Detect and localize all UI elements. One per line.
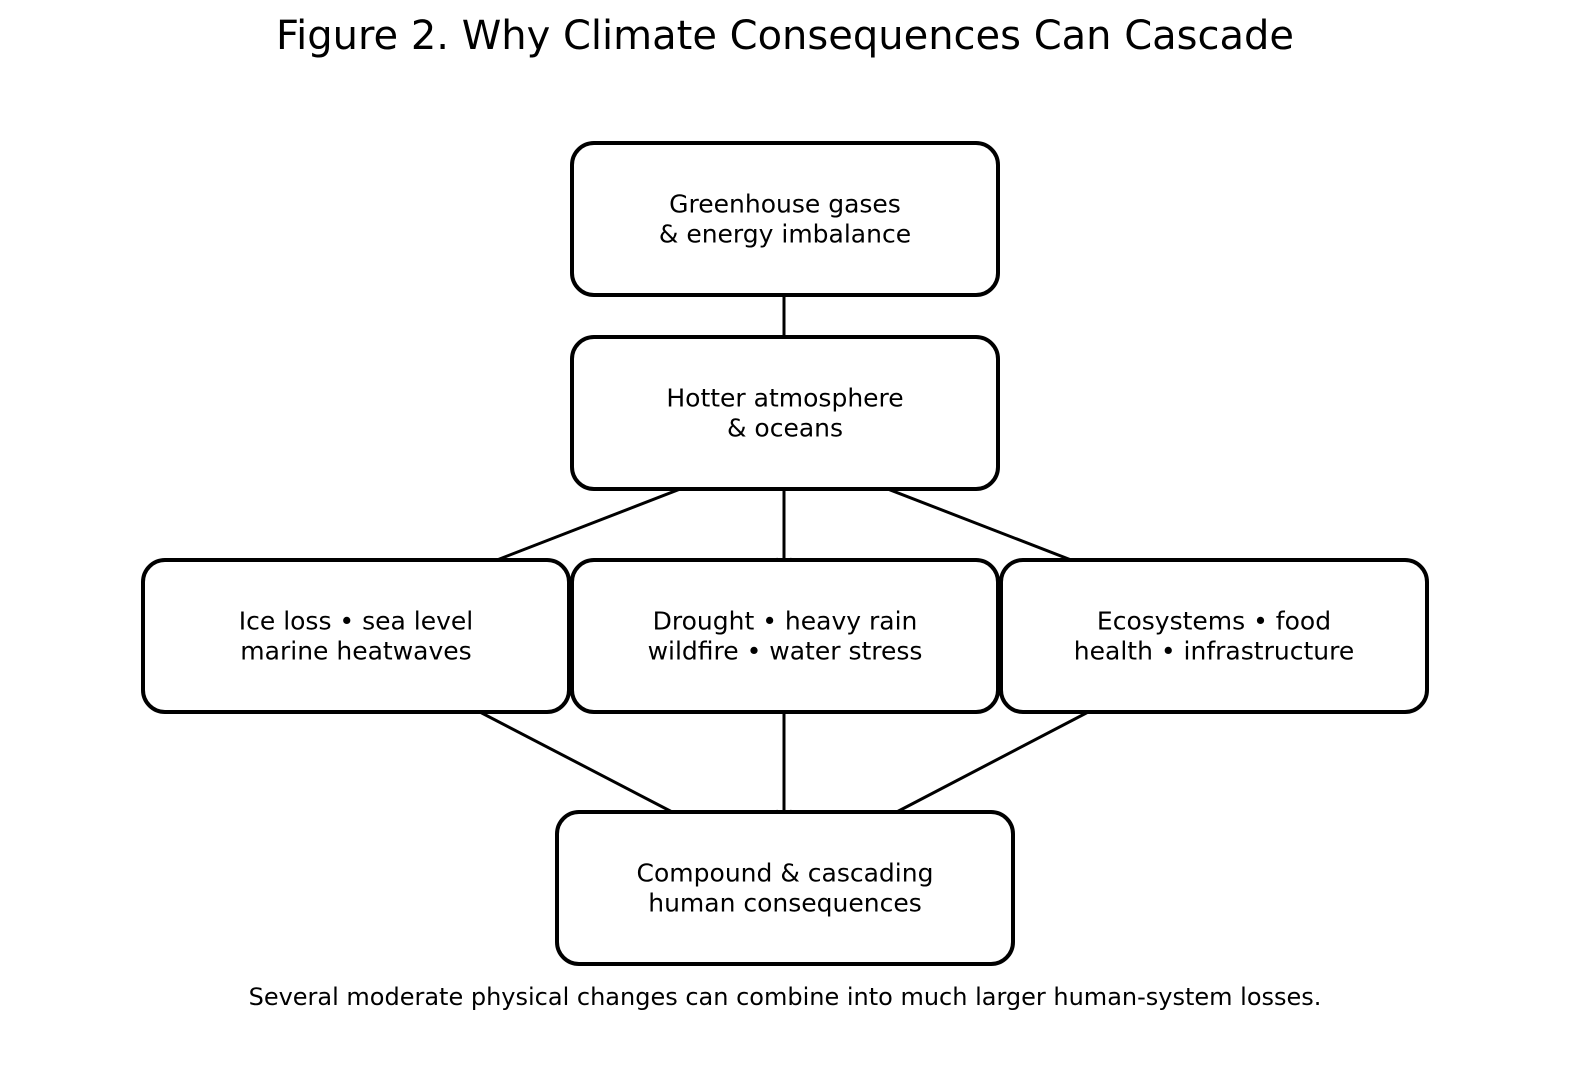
node-ghg: Greenhouse gases& energy imbalance	[570, 141, 1000, 297]
node-label-line: & oceans	[727, 414, 843, 443]
node-box	[555, 810, 1015, 966]
arrow-shaft	[865, 695, 1118, 830]
nodes-layer: Greenhouse gases& energy imbalanceHotter…	[141, 141, 1429, 966]
node-label-line: Drought • heavy rain	[653, 607, 918, 636]
arrow-drought-to-compound	[774, 699, 794, 826]
node-label-line: Hotter atmosphere	[666, 384, 903, 413]
figure-title: Figure 2. Why Climate Consequences Can C…	[275, 13, 1294, 59]
node-label-line: human consequences	[648, 889, 922, 918]
node-label-line: Ice loss • sea level	[239, 607, 474, 636]
node-label-line: & energy imbalance	[659, 220, 911, 249]
arrow-shaft	[450, 695, 704, 830]
node-label-line: marine heatwaves	[240, 637, 471, 666]
arrow-eco-to-compound	[863, 695, 1118, 831]
node-box	[141, 558, 571, 714]
arrow-ice-to-compound	[450, 695, 706, 831]
node-label-line: wildfire • water stress	[648, 637, 923, 666]
figure-caption: Several moderate physical changes can co…	[248, 983, 1322, 1011]
node-box	[999, 558, 1429, 714]
node-label-line: Ecosystems • food	[1097, 607, 1331, 636]
node-box	[570, 558, 1000, 714]
node-box	[570, 141, 1000, 297]
node-box	[570, 335, 1000, 491]
node-label-line: Compound & cascading	[637, 859, 934, 888]
node-label-line: health • infrastructure	[1074, 637, 1354, 666]
node-label-line: Greenhouse gases	[669, 190, 901, 219]
node-hotter: Hotter atmosphere& oceans	[570, 335, 1000, 491]
